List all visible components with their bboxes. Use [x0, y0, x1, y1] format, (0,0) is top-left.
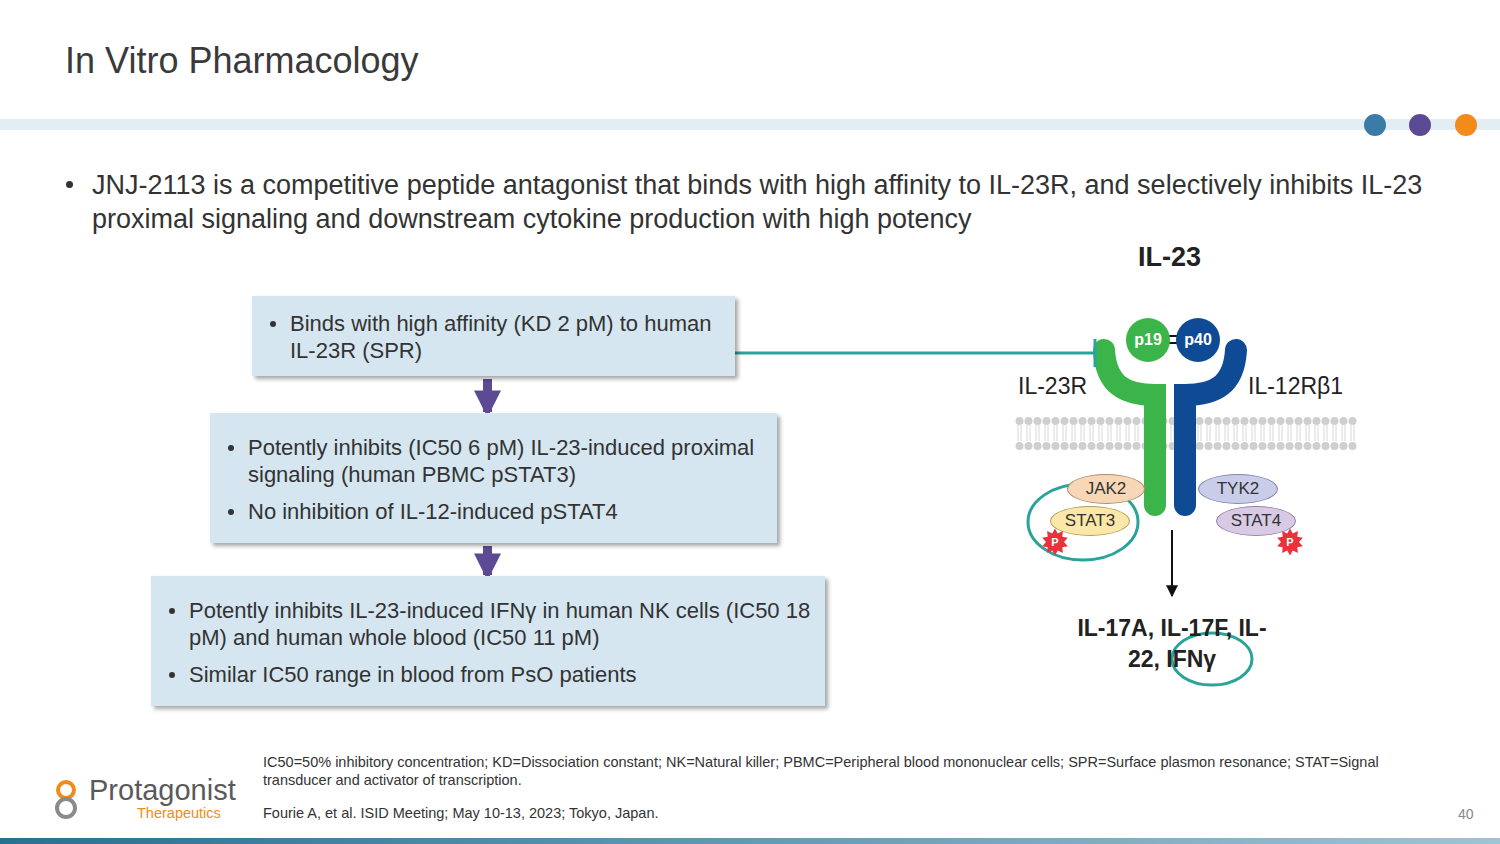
- flow-arrow: [483, 379, 492, 412]
- phospho-star: P: [1276, 528, 1304, 556]
- inhibition-line: [735, 352, 1095, 355]
- signal-arrow: [1171, 530, 1173, 596]
- footer-bar: [0, 838, 1500, 844]
- bullet-dot: [228, 509, 234, 515]
- logo-subtext: Therapeutics: [137, 805, 221, 821]
- finding-box: Potently inhibits IL-23-induced IFNγ in …: [151, 576, 825, 706]
- stat-ellipse: STAT3: [1050, 506, 1130, 536]
- finding-box: Potently inhibits (IC50 6 pM) IL-23-indu…: [210, 413, 777, 543]
- receptor-name: IL-12Rβ1: [1248, 373, 1343, 400]
- subunit-circle: p40: [1176, 318, 1220, 362]
- citation: Fourie A, et al. ISID Meeting; May 10-13…: [263, 805, 658, 821]
- inhibition-bar: [1094, 339, 1097, 367]
- kinase-ellipse: JAK2: [1067, 474, 1145, 504]
- kinase-ellipse: TYK2: [1198, 474, 1278, 504]
- bullet-row: Potently inhibits IL-23-induced IFNγ in …: [165, 597, 811, 651]
- node-label: JAK2: [1086, 479, 1127, 499]
- slide-title: In Vitro Pharmacology: [65, 40, 1500, 82]
- subunit-circle: p19: [1126, 318, 1170, 362]
- deco-dot: [1364, 114, 1386, 136]
- bullet-text: Potently inhibits (IC50 6 pM) IL-23-indu…: [248, 434, 763, 488]
- deco-dot: [1409, 114, 1431, 136]
- abbreviation-footnote: IC50=50% inhibitory concentration; KD=Di…: [263, 753, 1443, 789]
- cytokine-list: IL-17A, IL-17F, IL-22, IFNγ: [1077, 613, 1267, 675]
- bullet-text: Binds with high affinity (KD 2 pM) to hu…: [290, 310, 721, 364]
- stat-ellipse: STAT4: [1216, 506, 1296, 536]
- bullet-row: Potently inhibits (IC50 6 pM) IL-23-indu…: [224, 434, 763, 488]
- logo-text: Protagonist: [89, 774, 236, 807]
- node-label: STAT4: [1231, 511, 1281, 531]
- deco-dot: [1455, 114, 1477, 136]
- bullet-text: No inhibition of IL-12-induced pSTAT4: [248, 498, 618, 525]
- receptor-name: IL-23R: [1018, 373, 1087, 400]
- node-label: STAT3: [1065, 511, 1115, 531]
- finding-box: Binds with high affinity (KD 2 pM) to hu…: [252, 296, 735, 376]
- bullet-dot: [169, 608, 175, 614]
- bullet-dot: [270, 321, 276, 327]
- node-label: P: [1051, 536, 1058, 548]
- ligand-name: IL-23: [1138, 242, 1201, 273]
- bullet-row: Binds with high affinity (KD 2 pM) to hu…: [266, 310, 721, 364]
- bullet-row: Similar IC50 range in blood from PsO pat…: [165, 661, 811, 688]
- bullet-dot: [66, 181, 73, 188]
- node-label: p40: [1184, 331, 1212, 349]
- header-rule: [0, 119, 1500, 130]
- node-label: p19: [1134, 331, 1162, 349]
- bullet-row: No inhibition of IL-12-induced pSTAT4: [224, 498, 763, 525]
- bullet-dot: [228, 445, 234, 451]
- bullet-text: Potently inhibits IL-23-induced IFNγ in …: [189, 597, 811, 651]
- intro-bullet: JNJ-2113 is a competitive peptide antago…: [92, 168, 1472, 236]
- flow-arrow: [483, 546, 492, 575]
- node-label: P: [1286, 536, 1293, 548]
- node-label: TYK2: [1217, 479, 1260, 499]
- phospho-star: P: [1041, 528, 1069, 556]
- bullet-text: Similar IC50 range in blood from PsO pat…: [189, 661, 637, 688]
- page-number: 40: [1458, 806, 1474, 822]
- logo-mark: [57, 782, 75, 817]
- bullet-dot: [169, 672, 175, 678]
